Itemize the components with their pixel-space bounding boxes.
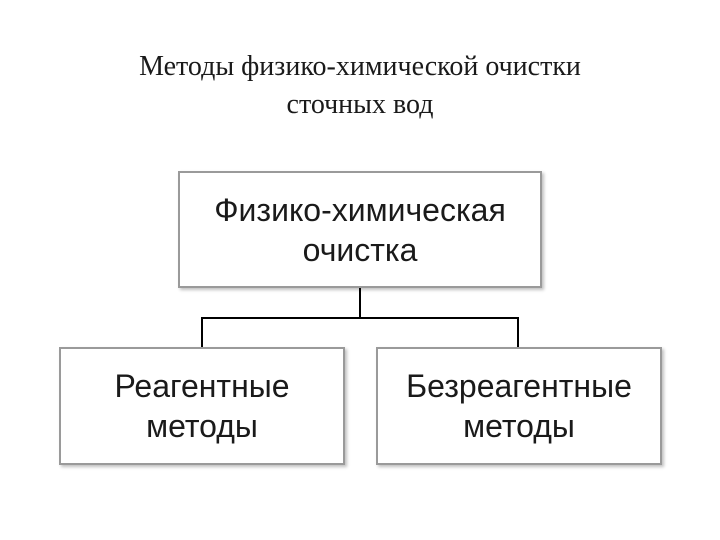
- child-node-left-line-2: методы: [146, 408, 258, 444]
- root-node-line-2: очистка: [302, 231, 418, 268]
- child-node-reagent-methods: Реагентные методы: [59, 347, 345, 465]
- child-node-right-line-2: методы: [463, 408, 575, 444]
- title-line-2: сточных вод: [286, 89, 434, 120]
- slide-title: Методы физико-химической очистки сточных…: [60, 48, 660, 124]
- child-node-right-line-1: Безреагентные: [406, 368, 632, 404]
- child-node-left-line-1: Реагентные: [114, 368, 290, 404]
- child-node-reagentless-methods: Безреагентные методы: [376, 347, 662, 465]
- root-node-line-1: Физико-химическая: [214, 191, 506, 228]
- title-line-1: Методы физико-химической очистки: [139, 51, 581, 82]
- root-node-physico-chemical-treatment: Физико-химическая очистка: [178, 171, 542, 288]
